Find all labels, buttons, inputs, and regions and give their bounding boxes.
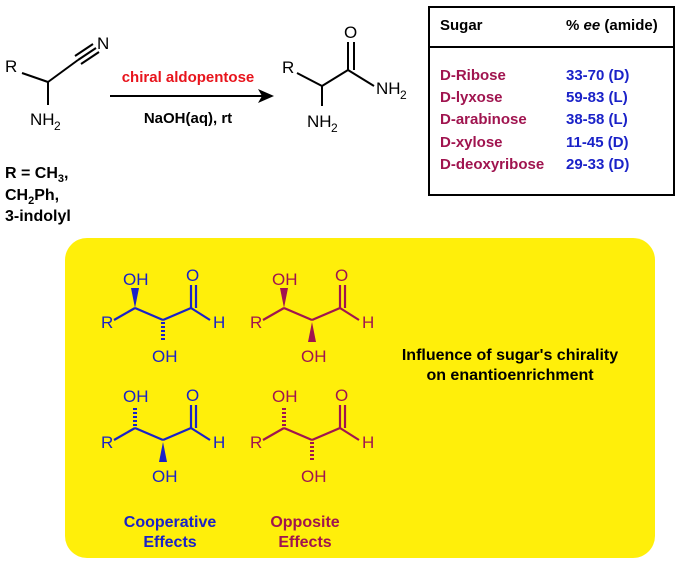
arrow-bottom-label: NaOH(aq), rt	[144, 110, 232, 127]
svg-text:H: H	[213, 313, 225, 332]
header-ee: % ee (amide)	[566, 17, 658, 34]
svg-text:R: R	[101, 433, 113, 452]
cooperative-effects-label: Cooperative Effects	[123, 514, 217, 551]
opposite-effects-label: Opposite Effects	[270, 514, 340, 551]
reaction-arrowhead	[258, 89, 274, 103]
svg-text:OH: OH	[123, 387, 149, 406]
svg-text:OH: OH	[123, 270, 149, 289]
product-nh2-amide-sub: 2	[400, 88, 407, 102]
product-structure	[296, 42, 375, 106]
header-sugar: Sugar	[440, 17, 483, 34]
sugar-structure-cooperative-2	[113, 405, 211, 462]
svg-text:H: H	[362, 313, 374, 332]
product-r-label: R	[282, 58, 294, 77]
reactant-nh2-label: NH	[30, 110, 55, 129]
sugar-structure-cooperative-2-labels: R OH O H OH	[101, 386, 225, 486]
table-header: Sugar % ee (amide)	[430, 8, 673, 48]
svg-text:O: O	[186, 386, 199, 405]
sugar-structure-opposite-1	[262, 285, 360, 342]
svg-text:OH: OH	[152, 467, 178, 486]
svg-text:3-indolyl: 3-indolyl	[5, 208, 71, 225]
svg-text:OH: OH	[152, 347, 178, 366]
reactant-nh2-sub: 2	[54, 119, 61, 133]
sugar-structure-cooperative-1	[113, 285, 211, 342]
svg-text:CH2Ph,: CH2Ph,	[5, 187, 59, 207]
reactant-n-label: N	[97, 34, 109, 53]
r-definition: R = CH3, CH2Ph, 3-indolyl	[5, 165, 71, 225]
sugar-structure-cooperative-1-labels: R OH O H OH	[101, 266, 225, 366]
product-nh2-amide-label: NH	[376, 79, 401, 98]
sugar-structure-opposite-2	[262, 405, 360, 462]
svg-text:O: O	[186, 266, 199, 285]
svg-text:R: R	[250, 313, 262, 332]
product-nh2-amine-label: NH	[307, 112, 332, 131]
svg-text:OH: OH	[272, 387, 298, 406]
reactant-r-label: R	[5, 57, 17, 76]
svg-text:O: O	[335, 386, 348, 405]
sugar-structures: R OH O H OH R OH O H OH	[101, 266, 374, 486]
svg-text:H: H	[213, 433, 225, 452]
reactant-structure	[21, 43, 100, 105]
product-o-label: O	[344, 23, 357, 42]
svg-text:R = CH3,: R = CH3,	[5, 165, 68, 185]
svg-text:OH: OH	[301, 347, 327, 366]
panel-title: Influence of sugar's chirality on enanti…	[401, 347, 619, 384]
svg-text:R: R	[250, 433, 262, 452]
svg-text:R: R	[101, 313, 113, 332]
sugar-structure-opposite-2-labels: R OH O H OH	[250, 386, 374, 486]
product-nh2-amine-sub: 2	[331, 121, 338, 135]
svg-text:OH: OH	[301, 467, 327, 486]
svg-text:OH: OH	[272, 270, 298, 289]
sugar-structure-opposite-1-labels: R OH O H OH	[250, 266, 374, 366]
svg-text:O: O	[335, 266, 348, 285]
arrow-top-label: chiral aldopentose	[122, 69, 255, 86]
chirality-panel: R OH O H OH R OH O H OH	[65, 238, 655, 558]
svg-text:H: H	[362, 433, 374, 452]
